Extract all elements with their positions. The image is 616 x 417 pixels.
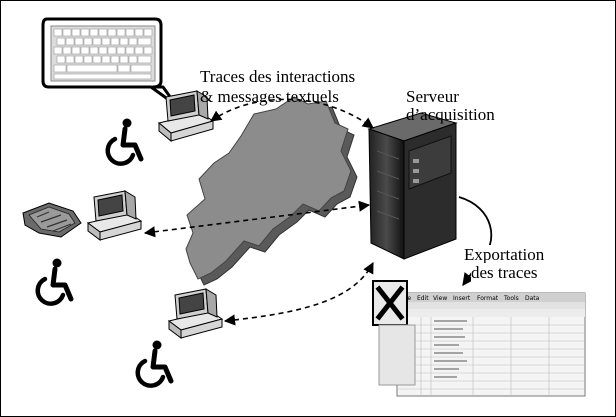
wheelchair-icon-bottom [135, 340, 174, 388]
label-traces-line2: & messages textuels [200, 87, 339, 106]
spreadsheet-icon: File Edit View Insert Format Tools Data [372, 280, 586, 397]
label-server-line2: d’acquisition [406, 105, 495, 124]
wheelchair-icon-middle [35, 258, 74, 306]
spreadsheet-menu-view: View [433, 295, 447, 302]
label-traces-line1: Traces des interactions [200, 67, 356, 86]
spreadsheet-menu-tools: Tools [503, 295, 519, 302]
computer-icon-bottom [167, 288, 224, 339]
server-tower-icon [367, 112, 458, 260]
wheelchair-icon-top [105, 118, 144, 166]
spreadsheet-menu-format: Format [477, 295, 499, 302]
computer-icon-top [157, 90, 215, 143]
spreadsheet-menu-data: Data [525, 295, 540, 302]
label-export-line1: Exportation [464, 245, 545, 264]
spreadsheet-menu-insert: Insert [453, 295, 471, 302]
label-server-line1: Serveur [406, 87, 459, 106]
arrow-middle-computer-to-server [143, 200, 371, 238]
computer-icon-middle [86, 190, 143, 241]
spreadsheet-menu-edit: Edit [417, 295, 429, 302]
virtual-keyboard-bubble [41, 17, 178, 107]
label-export-line2: des traces [471, 263, 538, 282]
arrow-bottom-computer-to-server [223, 262, 374, 326]
ergonomic-keyboard-icon [22, 202, 82, 238]
